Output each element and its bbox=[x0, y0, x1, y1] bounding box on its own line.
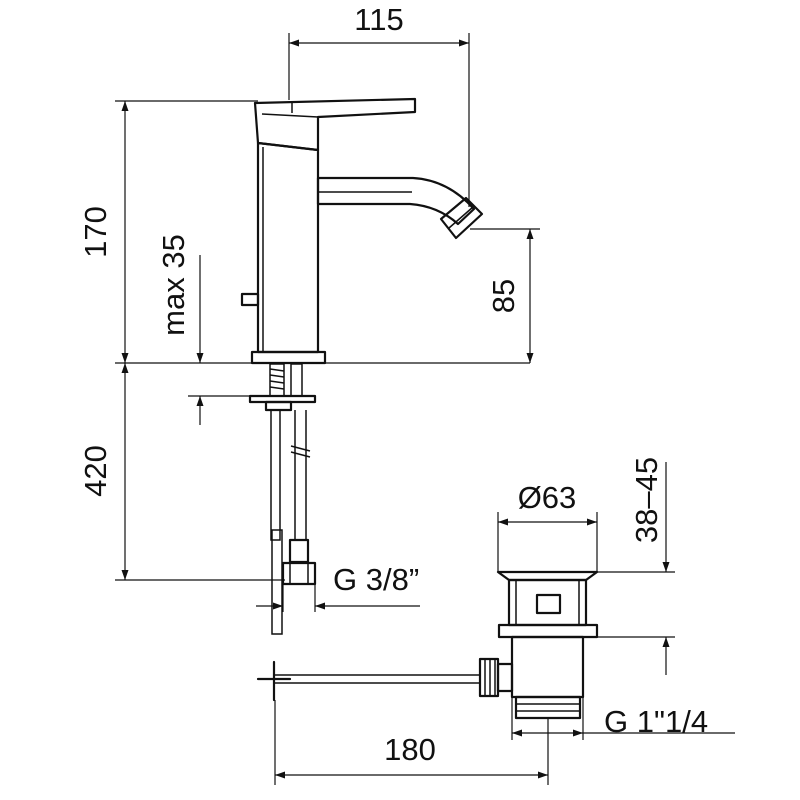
mounting-rod bbox=[270, 409, 281, 541]
faucet-body bbox=[240, 97, 484, 635]
spout bbox=[316, 176, 476, 226]
waste-lower-body bbox=[510, 635, 585, 699]
popup-knob bbox=[240, 292, 260, 307]
dim-g-1-1-4: G 1"1/4 bbox=[604, 704, 708, 739]
flexible-hose bbox=[290, 363, 303, 397]
waste-assembly bbox=[256, 570, 599, 720]
link-rod bbox=[275, 674, 480, 684]
dim-max-35: max 35 bbox=[156, 234, 191, 336]
dim-170: 170 bbox=[78, 206, 113, 258]
waste-tail bbox=[514, 695, 582, 720]
popup-rod bbox=[271, 529, 283, 635]
dimension-lines bbox=[115, 33, 735, 785]
dim-g-3-8: G 3/8” bbox=[333, 562, 419, 597]
waste-window bbox=[535, 593, 562, 615]
hose-nut bbox=[281, 561, 317, 586]
faucet-base bbox=[250, 350, 327, 365]
lever-handle bbox=[253, 97, 417, 152]
hose-fitting bbox=[288, 538, 310, 564]
dim-38-45: 38–45 bbox=[629, 457, 664, 543]
waste-body bbox=[507, 578, 588, 627]
waste-ring bbox=[497, 623, 599, 639]
rod-clip bbox=[256, 660, 292, 702]
dim-420: 420 bbox=[78, 445, 113, 497]
dim-85: 85 bbox=[486, 279, 521, 313]
faucet-column bbox=[256, 141, 320, 354]
dim-115: 115 bbox=[354, 2, 403, 37]
hose-line bbox=[294, 410, 307, 540]
dim-diameter-63: Ø63 bbox=[518, 480, 577, 515]
waste-flange bbox=[496, 570, 599, 582]
aerator bbox=[439, 196, 484, 240]
fixing-nut bbox=[264, 400, 293, 412]
dim-180: 180 bbox=[384, 732, 436, 767]
